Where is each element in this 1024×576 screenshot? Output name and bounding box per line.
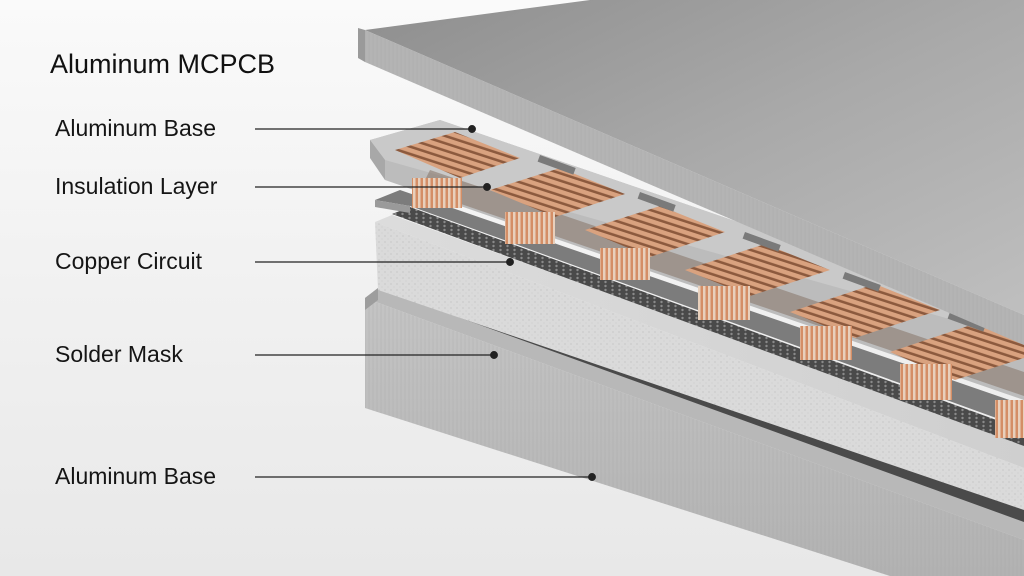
label-solder-mask: Solder Mask: [55, 341, 183, 367]
top-aluminum-plate: [358, 0, 1024, 345]
insulation-block: [375, 215, 1024, 510]
leader-dot-insulation-layer: [483, 183, 491, 191]
leader-dot-copper-circuit: [506, 258, 514, 266]
solder-mask-layer: [392, 207, 1024, 446]
label-insulation-layer: Insulation Layer: [55, 173, 218, 199]
label-aluminum-base-bottom: Aluminum Base: [55, 463, 217, 489]
label-aluminum-base-top: Aluminum Base: [55, 115, 217, 141]
leader-dot-aluminum-base-bottom: [588, 473, 596, 481]
diagram-title: Aluminum MCPCB: [50, 49, 276, 79]
leader-dot-aluminum-base-top: [468, 125, 476, 133]
leader-lines: [255, 125, 596, 481]
leader-dot-solder-mask: [490, 351, 498, 359]
label-copper-circuit: Copper Circuit: [55, 248, 202, 274]
bottom-aluminum-base-block: [365, 288, 1024, 576]
copper-circuit-layer: [370, 120, 1024, 438]
